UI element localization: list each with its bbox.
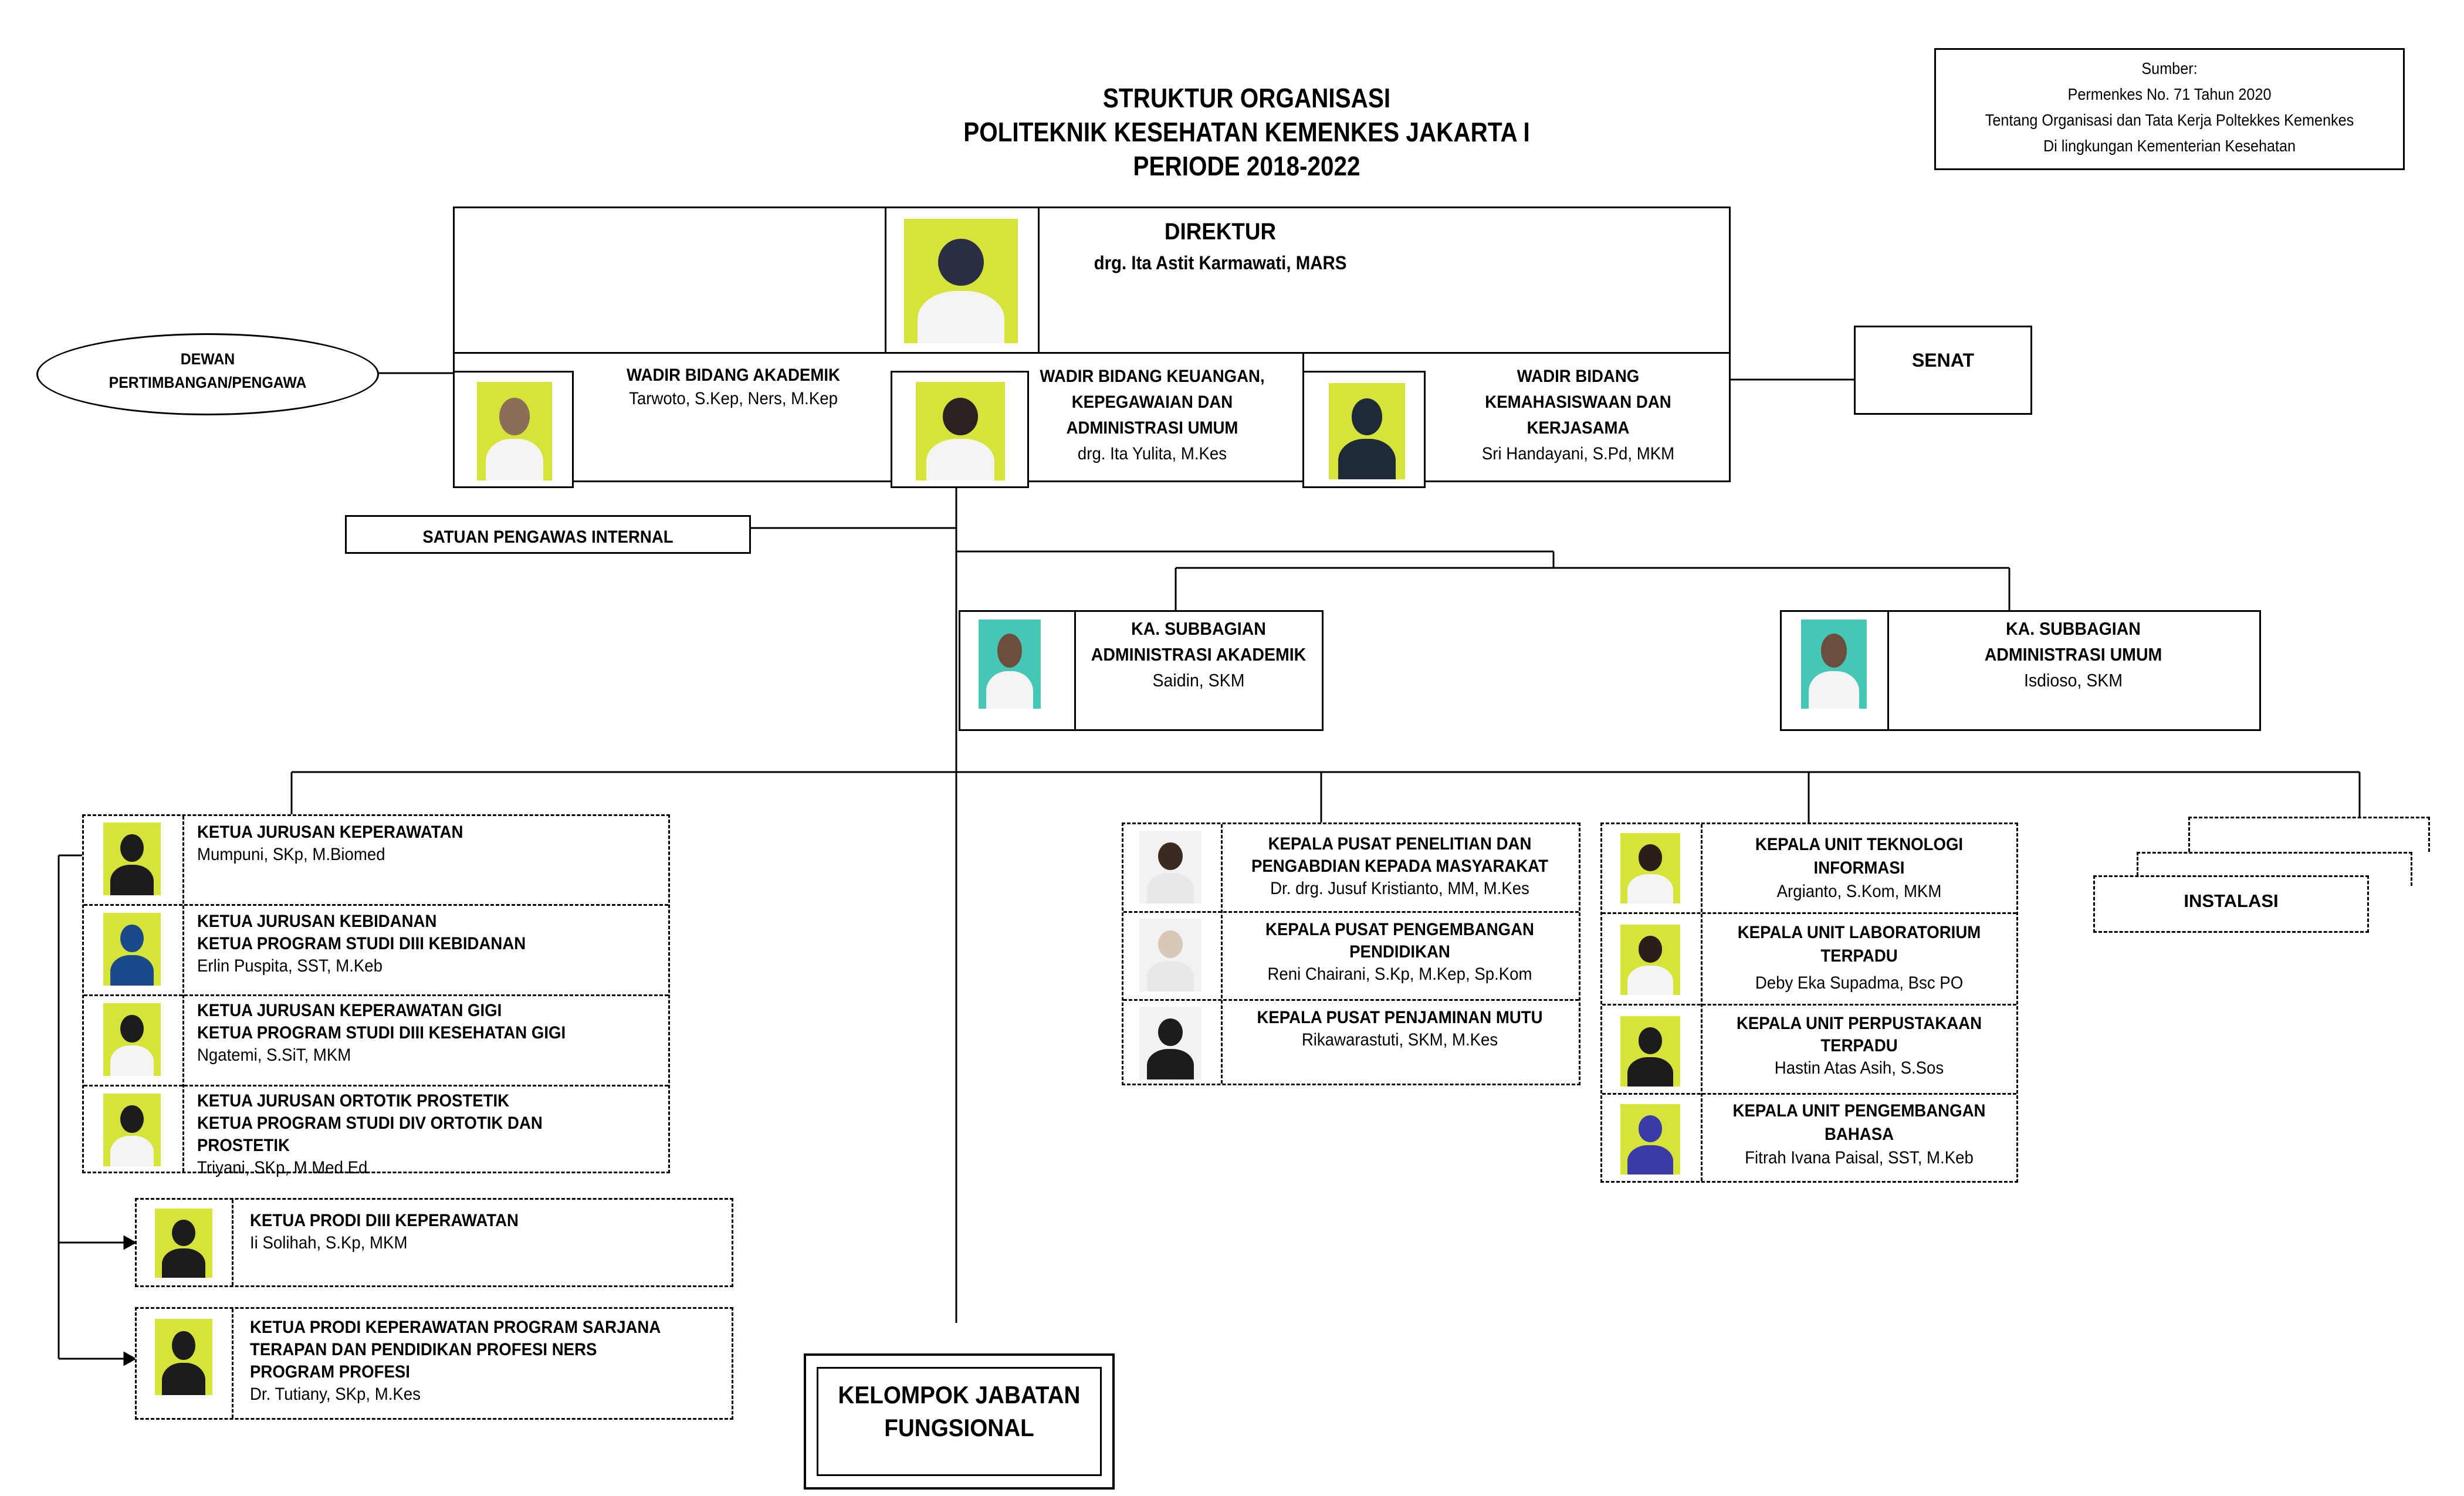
- wadir-row-box: [453, 352, 1731, 482]
- prodi-diii-keperawatan-photo: [155, 1209, 212, 1278]
- direktur-photo-frame: [885, 207, 1040, 354]
- source-line-4: Di lingkungan Kementerian Kesehatan: [2043, 137, 2296, 155]
- jurusan-1-photo: [103, 913, 161, 986]
- chart-title-line-3: PERIODE 2018-2022: [1133, 151, 1360, 181]
- wadir-keuangan-photo: [916, 382, 1005, 480]
- wadir-akademik-photo-frame: [453, 371, 574, 488]
- fungsional-inner-box: [817, 1367, 1102, 1476]
- spi-label: SATUAN PENGAWAS INTERNAL: [422, 527, 673, 547]
- direktur-box: [453, 207, 1731, 354]
- direktur-title: DIREKTUR: [1164, 219, 1277, 245]
- source-note: Sumber: Permenkes No. 71 Tahun 2020 Tent…: [1934, 48, 2405, 170]
- wadir-kemahasiswaan-photo: [1329, 383, 1405, 479]
- direktur-name: drg. Ita Astit Karmawati, MARS: [1094, 252, 1347, 273]
- senat-label: SENAT: [1911, 350, 1975, 371]
- instalasi-stack-back: [2188, 817, 2430, 852]
- source-line-2: Permenkes No. 71 Tahun 2020: [2067, 85, 2272, 103]
- chart-title-line-1: STRUKTUR ORGANISASI: [1102, 83, 1391, 113]
- jurusan-0-photo: [103, 823, 161, 895]
- source-line-3: Tentang Organisasi dan Tata Kerja Poltek…: [1985, 111, 2354, 129]
- subbag-umum-photo: [1801, 620, 1867, 709]
- chart-title-line-2: POLITEKNIK KESEHATAN KEMENKES JAKARTA I: [963, 117, 1530, 147]
- wadir-kemahasiswaan-photo-frame: [1302, 371, 1426, 488]
- jurusan-3-photo: [103, 1094, 161, 1166]
- unit-1-photo: [1620, 925, 1680, 995]
- pusat-1-photo: [1139, 919, 1201, 991]
- source-line-1: Sumber:: [2141, 59, 2198, 77]
- wadir-akademik-photo: [477, 382, 552, 480]
- pusat-0-photo: [1139, 831, 1201, 903]
- prodi-diii-keperawatan-box: [135, 1198, 733, 1287]
- senat-box: [1854, 326, 2032, 415]
- subbag-akademik-photo: [979, 620, 1041, 709]
- spi-box: [345, 515, 751, 554]
- pusat-2-photo: [1139, 1007, 1201, 1079]
- unit-3-photo: [1620, 1104, 1680, 1175]
- jurusan-2-photo: [103, 1003, 161, 1076]
- instalasi-label: INSTALASI: [2184, 891, 2279, 911]
- unit-0-photo: [1620, 833, 1680, 903]
- dewan-pertimbangan-node: [36, 333, 379, 415]
- prodi-ners-photo: [155, 1319, 212, 1395]
- direktur-photo: [904, 219, 1018, 343]
- unit-2-photo: [1620, 1016, 1680, 1087]
- prodi-ners-box: [135, 1307, 733, 1420]
- instalasi-box: [2093, 875, 2369, 933]
- wadir-keuangan-photo-frame: [891, 371, 1029, 488]
- jurusan-group: [82, 814, 670, 1173]
